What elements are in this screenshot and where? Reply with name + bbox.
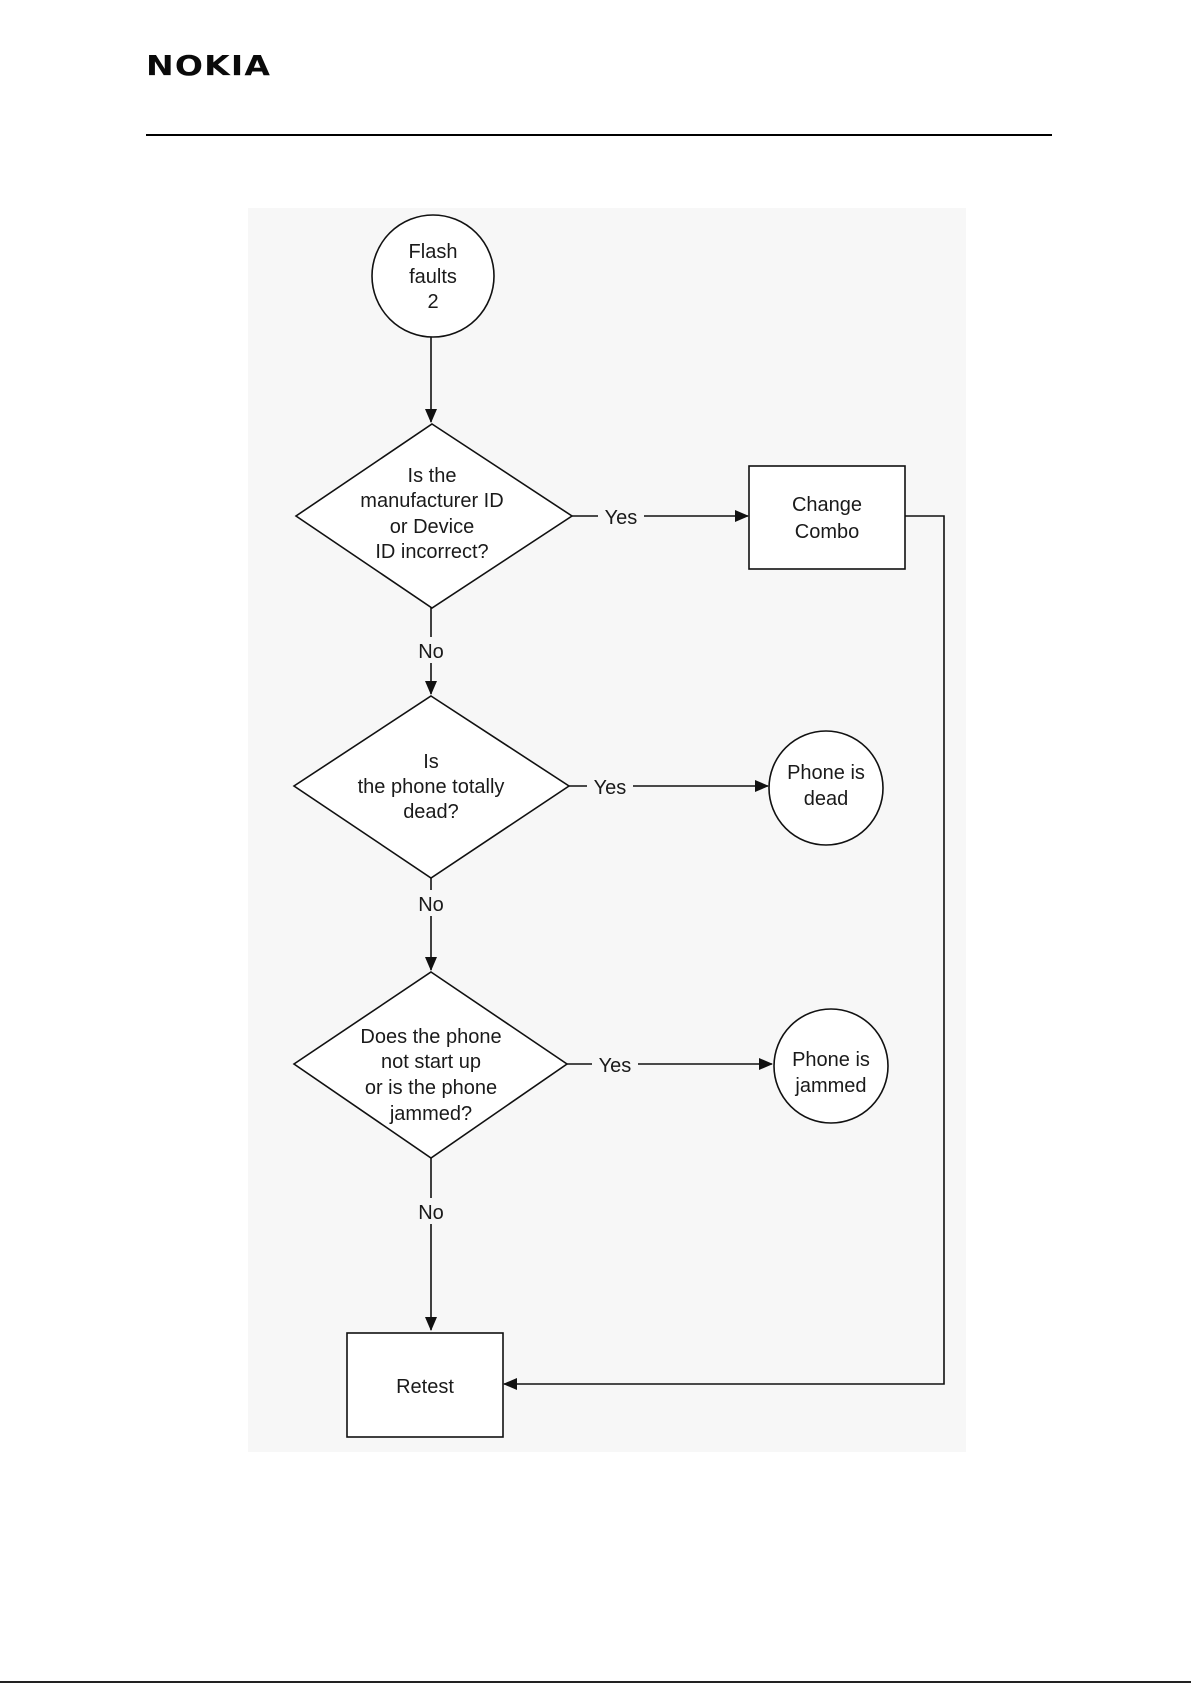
decision-2-line-2: the phone totally <box>358 776 505 798</box>
decision-1-line-4: ID incorrect? <box>375 541 488 563</box>
edge-label-decision-1-no: No <box>418 641 444 663</box>
decision-3-line-4: jammed? <box>389 1103 472 1125</box>
edge-label-decision-1-yes: Yes <box>605 507 638 529</box>
decision-3-line-1: Does the phone <box>360 1026 501 1048</box>
change-combo-node: Change Combo <box>749 466 905 569</box>
start-node-line-2: faults <box>409 266 457 288</box>
phone-dead-line-2: dead <box>804 788 849 810</box>
start-node: Flash faults 2 <box>372 215 494 337</box>
edge-label-decision-2-yes: Yes <box>594 777 627 799</box>
edge-label-decision-3-no: No <box>418 1202 444 1224</box>
start-node-line-1: Flash <box>409 241 458 263</box>
decision-2-line-3: dead? <box>403 801 459 823</box>
decision-2-line-1: Is <box>423 751 439 773</box>
change-combo-line-1: Change <box>792 494 862 516</box>
start-node-line-3: 2 <box>427 291 438 313</box>
decision-1-line-3: or Device <box>390 516 474 538</box>
footer-divider <box>0 1681 1191 1683</box>
edge-change-combo-to-retest <box>504 516 944 1384</box>
decision-3-line-3: or is the phone <box>365 1077 497 1099</box>
phone-dead-node: Phone is dead <box>769 731 883 845</box>
decision-1-node: Is the manufacturer ID or Device ID inco… <box>296 424 572 608</box>
decision-3-node: Does the phone not start up or is the ph… <box>294 972 567 1158</box>
phone-dead-line-1: Phone is <box>787 762 865 784</box>
phone-jammed-node: Phone is jammed <box>774 1009 888 1123</box>
phone-jammed-line-1: Phone is <box>792 1049 870 1071</box>
phone-jammed-line-2: jammed <box>794 1075 866 1097</box>
decision-3-line-2: not start up <box>381 1051 481 1073</box>
edge-label-decision-3-yes: Yes <box>599 1055 632 1077</box>
retest-node: Retest <box>347 1333 503 1437</box>
decision-1-line-1: Is the <box>408 465 457 487</box>
edge-label-decision-2-no: No <box>418 894 444 916</box>
change-combo-line-2: Combo <box>795 521 859 543</box>
decision-1-line-2: manufacturer ID <box>360 490 503 512</box>
retest-label: Retest <box>396 1376 454 1398</box>
decision-2-node: Is the phone totally dead? <box>294 696 569 878</box>
